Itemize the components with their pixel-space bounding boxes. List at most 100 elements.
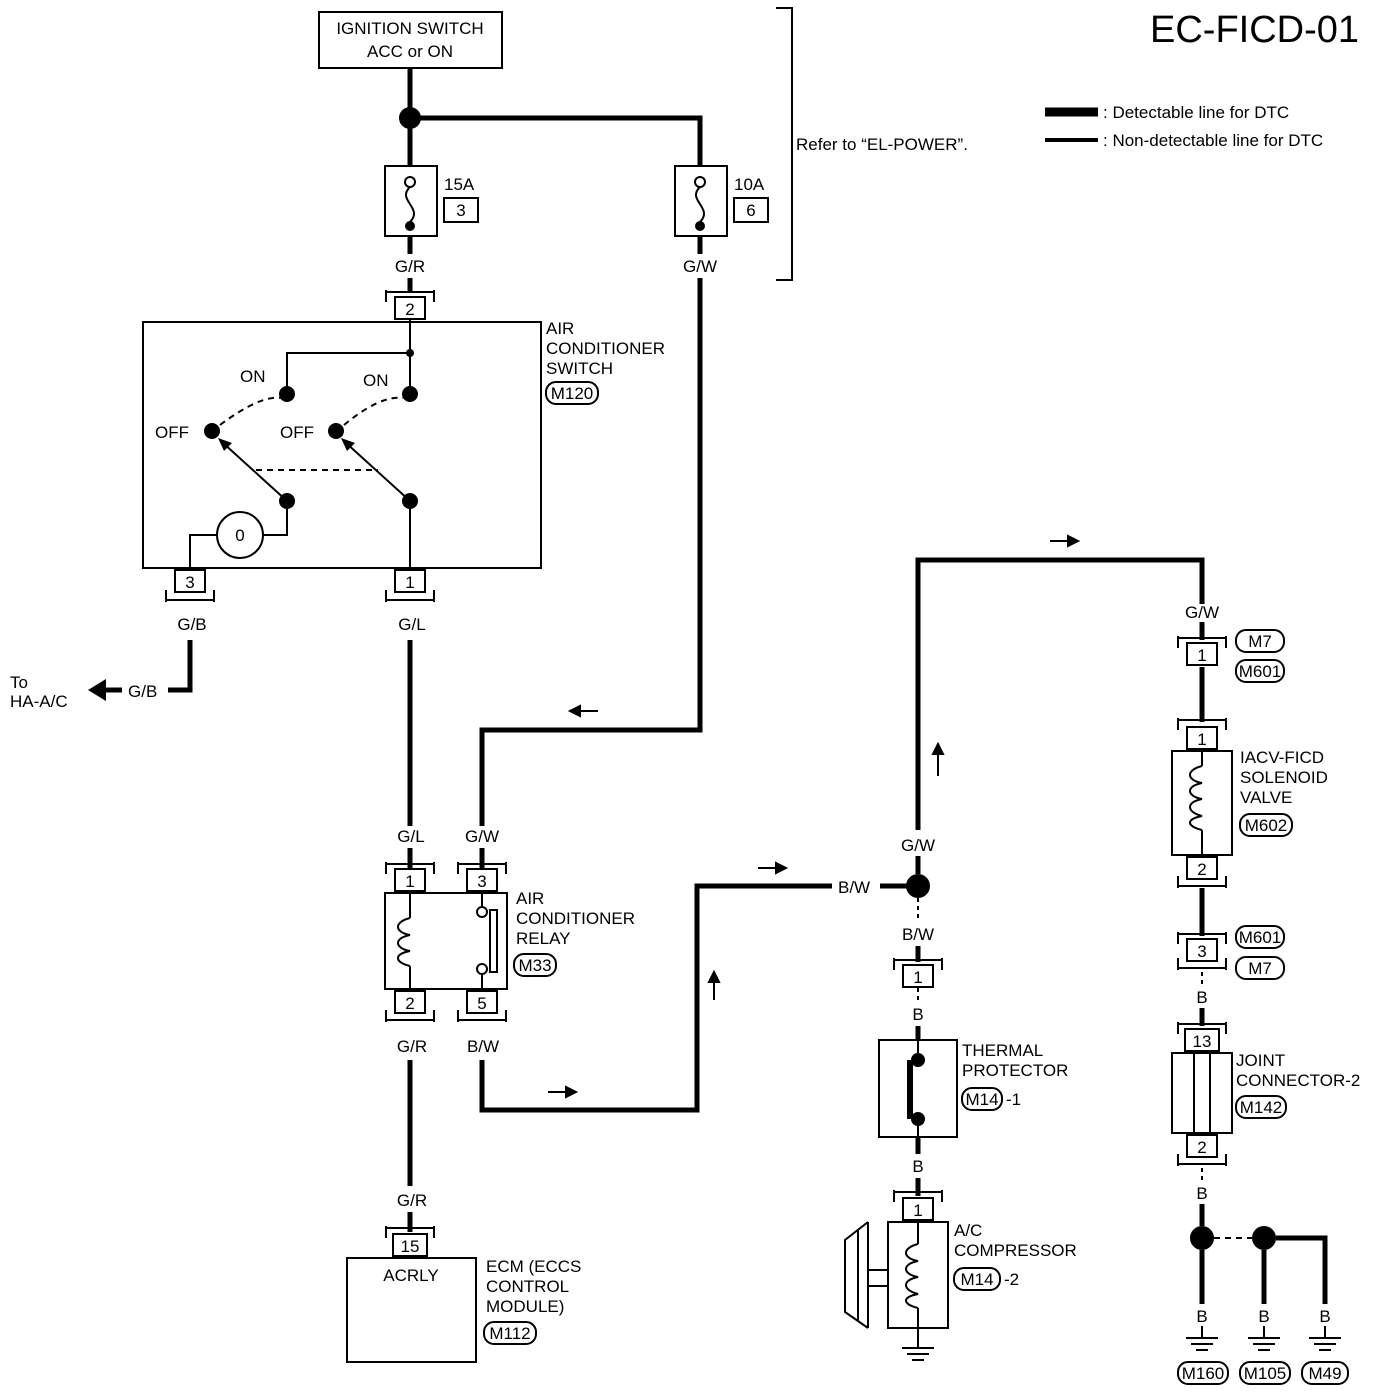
joint-pin-2: 2 bbox=[1197, 1138, 1206, 1157]
ignition-switch-box bbox=[318, 11, 503, 69]
ac-switch-name-3: SWITCH bbox=[546, 359, 613, 378]
ground-m49: B M49 bbox=[1301, 1307, 1349, 1385]
ac-switch-conn: M120 bbox=[551, 384, 594, 403]
iacv-name-2: SOLENOID bbox=[1240, 768, 1328, 787]
m601-bot-a: M601 bbox=[1239, 928, 1282, 947]
switch-lamp: 0 bbox=[235, 526, 244, 545]
wire-gl-2: G/L bbox=[397, 827, 424, 846]
thermal-suffix: -1 bbox=[1006, 1090, 1021, 1109]
ground-junction-2 bbox=[1252, 1226, 1276, 1250]
m7-top-a: M7 bbox=[1248, 632, 1272, 651]
ecm-pin: 15 bbox=[401, 1237, 420, 1256]
joint-conn: M142 bbox=[1240, 1098, 1283, 1117]
iacv-name-1: IACV-FICD bbox=[1240, 748, 1324, 767]
compressor-clutch-icon bbox=[844, 1221, 888, 1329]
relay-name-1: AIR bbox=[516, 889, 544, 908]
ac-switch-name-1: AIR bbox=[546, 319, 574, 338]
wire-bw-3: B/W bbox=[902, 925, 934, 944]
ecm-terminal: ACRLY bbox=[383, 1266, 438, 1285]
wire-b-g2: B bbox=[1258, 1307, 1269, 1326]
fuse-15a-num: 3 bbox=[456, 201, 465, 220]
fuse-10a-num: 6 bbox=[746, 201, 755, 220]
ground-junction-1 bbox=[1190, 1226, 1214, 1250]
ecm-box bbox=[346, 1257, 477, 1363]
ecm-conn: M112 bbox=[489, 1324, 530, 1343]
relay-pin-1: 1 bbox=[405, 872, 414, 891]
wire-b-1: B bbox=[912, 1005, 923, 1024]
m601-bot-b: M7 bbox=[1248, 959, 1272, 978]
relay-name-2: CONDITIONER bbox=[516, 909, 635, 928]
flow-arrow-6 bbox=[1050, 534, 1081, 548]
legend-detectable: : Detectable line for DTC bbox=[1103, 103, 1289, 122]
relay-pin-5: 5 bbox=[477, 994, 486, 1013]
wire-gr-1: G/R bbox=[395, 257, 425, 276]
wire-b-g1: B bbox=[1196, 1307, 1207, 1326]
wire-gw-2: G/W bbox=[465, 827, 499, 846]
fuse-15a: 15A 3 bbox=[384, 165, 479, 237]
ac-switch-pin-2: 2 bbox=[405, 300, 414, 319]
wire-b-3: B bbox=[1196, 988, 1207, 1007]
wire-b-4: B bbox=[1196, 1184, 1207, 1203]
ac-switch-box bbox=[142, 321, 542, 569]
joint-pin-13: 13 bbox=[1193, 1032, 1212, 1051]
ac-switch-name-2: CONDITIONER bbox=[546, 339, 665, 358]
ac-relay-box bbox=[384, 892, 508, 990]
m7-top-pin: 1 bbox=[1197, 646, 1206, 665]
iacv-conn: M602 bbox=[1245, 816, 1288, 835]
wire-gr-2: G/R bbox=[397, 1037, 427, 1056]
joint-box bbox=[1171, 1052, 1233, 1134]
wire-gl-1: G/L bbox=[398, 615, 425, 634]
compressor-name-1: A/C bbox=[954, 1221, 982, 1240]
power-bracket bbox=[776, 7, 793, 281]
wire-gr-3: G/R bbox=[397, 1191, 427, 1210]
wire-bw-2: B/W bbox=[838, 878, 870, 897]
thermal-conn: M14 bbox=[965, 1090, 998, 1109]
wire-gb-2: G/B bbox=[128, 682, 157, 701]
thermal-name-2: PROTECTOR bbox=[962, 1061, 1068, 1080]
ground-label-1: M160 bbox=[1182, 1364, 1225, 1383]
flow-arrow-4 bbox=[758, 861, 789, 875]
wire-b-g3: B bbox=[1319, 1307, 1330, 1326]
wire-gw-1: G/W bbox=[683, 257, 717, 276]
ac-switch-pin-1: 1 bbox=[405, 573, 414, 592]
ignition-label-1: IGNITION SWITCH bbox=[336, 19, 483, 38]
ignition-label-2: ACC or ON bbox=[367, 42, 453, 61]
ecm-name-2: CONTROL bbox=[486, 1277, 569, 1296]
compressor-suffix: -2 bbox=[1004, 1270, 1019, 1289]
flow-arrow-3 bbox=[707, 969, 721, 1000]
fuse-10a: 10A 6 bbox=[674, 165, 769, 237]
flow-arrow-2 bbox=[548, 1085, 579, 1099]
to-hvac-arrow bbox=[88, 679, 106, 701]
iacv-pin-1: 1 bbox=[1197, 730, 1206, 749]
iacv-pin-2: 2 bbox=[1197, 860, 1206, 879]
compressor-name-2: COMPRESSOR bbox=[954, 1241, 1077, 1260]
joint-name-2: CONNECTOR-2 bbox=[1236, 1071, 1360, 1090]
flow-arrow-5 bbox=[931, 741, 945, 776]
fuse-15a-amp: 15A bbox=[444, 175, 475, 194]
m601-bot-pin: 3 bbox=[1197, 942, 1206, 961]
relay-conn: M33 bbox=[518, 956, 551, 975]
ecm-name-3: MODULE) bbox=[486, 1297, 564, 1316]
relay-pin-3: 3 bbox=[477, 872, 486, 891]
relay-pin-2: 2 bbox=[405, 994, 414, 1013]
joint-name-1: JOINT bbox=[1236, 1051, 1285, 1070]
thermal-conn-pin: 1 bbox=[913, 968, 922, 987]
wire-b-2: B bbox=[912, 1157, 923, 1176]
wire-gw-4: G/W bbox=[1185, 603, 1219, 622]
bw-junction bbox=[906, 874, 930, 898]
fuse-10a-amp: 10A bbox=[734, 175, 765, 194]
compressor-conn: M14 bbox=[960, 1270, 993, 1289]
thermal-name-1: THERMAL bbox=[962, 1041, 1043, 1060]
iacv-name-3: VALVE bbox=[1240, 788, 1292, 807]
switch-on-2: ON bbox=[363, 371, 389, 390]
m7-top-b: M601 bbox=[1239, 662, 1282, 681]
compressor-pin: 1 bbox=[913, 1201, 922, 1220]
ground-m160: B M160 bbox=[1177, 1307, 1229, 1385]
diagram-code: EC-FICD-01 bbox=[1150, 9, 1359, 51]
ground-m105: B M105 bbox=[1239, 1307, 1291, 1385]
to-hvac-1: To bbox=[10, 673, 28, 692]
wire-bw-1: B/W bbox=[467, 1037, 499, 1056]
legend-non-detectable: : Non-detectable line for DTC bbox=[1103, 131, 1323, 150]
flow-arrow-1 bbox=[567, 704, 598, 718]
